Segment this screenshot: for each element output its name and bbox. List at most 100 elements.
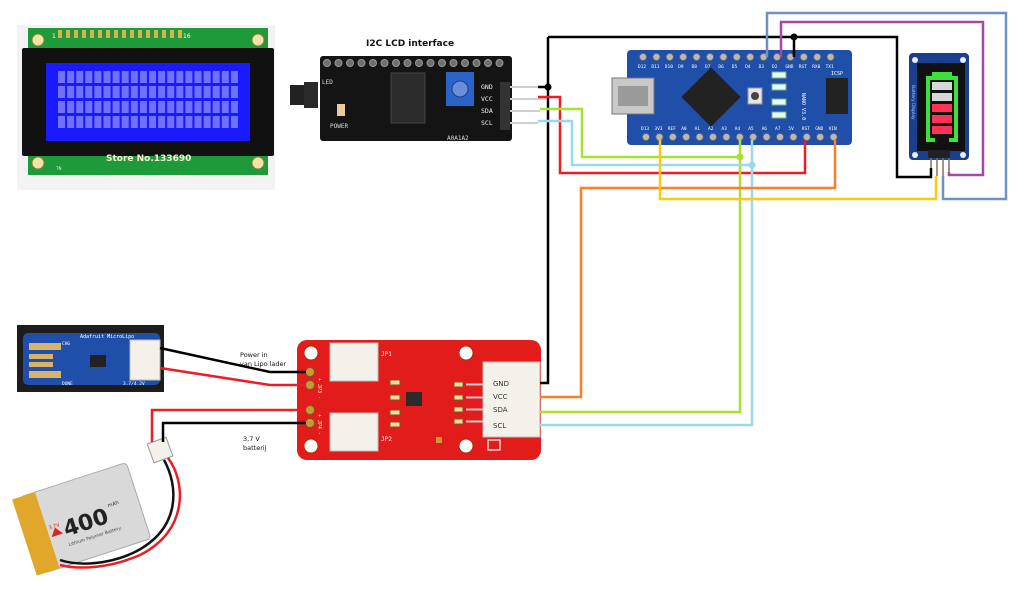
- lcd-character-cell: [139, 101, 147, 113]
- lcd-character-cell: [194, 116, 202, 128]
- microlipo-voltage-label: 3.7/4.2V: [123, 381, 145, 387]
- lcd-pin-1-label: 1: [52, 33, 56, 40]
- lcd-character-cell: [230, 86, 238, 98]
- battery-display-side-label: Battery Display: [910, 85, 916, 120]
- lcd-character-cell: [94, 86, 102, 98]
- lcd-header-pins: [58, 30, 182, 38]
- battery-jst-plug: [146, 436, 174, 464]
- lcd-character-cell: [103, 86, 111, 98]
- nano-status-leds: [771, 71, 787, 119]
- nano-pin-label: A1: [695, 126, 701, 132]
- nano-led: [771, 71, 787, 79]
- lcd-character-cell: [221, 101, 229, 113]
- i2c-pin-vcc: VCC: [481, 95, 493, 103]
- fg-pin-scl: SCL: [493, 422, 506, 430]
- lcd-pin: [178, 30, 182, 38]
- i2c-title: I2C LCD interface: [366, 39, 454, 49]
- i2c-header-pin: [323, 59, 331, 67]
- battery-bar-on: [932, 115, 952, 123]
- nano-pin-label: D7: [705, 64, 711, 70]
- nano-pin-gnd: [816, 132, 825, 142]
- junction-dot: [748, 161, 756, 169]
- lcd-character-cell: [158, 116, 166, 128]
- lcd-character-cell: [194, 86, 202, 98]
- nano-pin-label: D5: [732, 64, 738, 70]
- nano-pin-label: D9: [678, 64, 684, 70]
- lcd-character-cell: [230, 116, 238, 128]
- lcd-character-cell: [76, 71, 84, 83]
- nano-pin-label: D13: [641, 126, 649, 132]
- smd-resistor: [453, 406, 464, 413]
- lcd-character-cell: [139, 71, 147, 83]
- i2c-header-pin: [392, 59, 400, 67]
- lcd-character-cell: [221, 116, 229, 128]
- lcd-character-cell: [203, 101, 211, 113]
- i2c-header-pin: [403, 59, 412, 67]
- lcd-character-cell: [167, 71, 175, 83]
- lcd-character-cell: [67, 86, 75, 98]
- nano-pin-a6: [762, 132, 771, 142]
- lcd-character-cell: [167, 116, 175, 128]
- nano-pin-a0: [682, 132, 691, 142]
- nano-led: [771, 111, 787, 119]
- wire-d3: [765, 11, 1008, 201]
- wire-battery-gnd: [161, 421, 306, 442]
- i2c-header-pin: [449, 59, 458, 67]
- fg-pin-vcc: VCC: [493, 393, 508, 401]
- nano-pin-label: D10: [665, 64, 673, 70]
- lcd-character-cell: [194, 71, 202, 83]
- battery-outline-icon: [926, 72, 958, 142]
- nano-pin-label: GND: [815, 126, 823, 132]
- smd-part: [389, 421, 401, 428]
- jp3-label: + JP3 -: [316, 378, 322, 399]
- lcd-pin: [122, 30, 126, 38]
- lcd-character-cell: [130, 116, 138, 128]
- wire-lipo-charger-vcc: [159, 366, 306, 387]
- nano-pin-label: D12: [638, 64, 646, 70]
- led-jumper-header: [304, 82, 318, 108]
- lcd-character-cell: [76, 86, 84, 98]
- wire-3v3: [658, 140, 938, 201]
- lcd-character-cell: [176, 86, 184, 98]
- lcd-character-cell: [176, 101, 184, 113]
- i2c-pin-sda: SDA: [481, 107, 493, 115]
- i2c-header-pin: [472, 59, 481, 67]
- lcd-pin: [138, 30, 142, 38]
- lcd-display: 1 16 Store No.133690 TN: [17, 25, 275, 190]
- lcd-tn-label: TN: [55, 166, 61, 171]
- lcd-pin: [98, 30, 102, 38]
- fg-pin-sda: SDA: [493, 406, 508, 414]
- fuel-gauge-components: [389, 379, 484, 428]
- lcd-character-cell: [203, 71, 211, 83]
- nano-pin-ref: [668, 132, 677, 142]
- lcd-character-cell: [221, 71, 229, 83]
- lcd-character-cell: [76, 116, 84, 128]
- lcd-character-cell: [94, 71, 102, 83]
- atmega-chip: [681, 67, 741, 127]
- power-led: [337, 104, 345, 116]
- icsp-header: [826, 78, 848, 114]
- nano-pin-d5: [732, 52, 741, 62]
- lcd-character-cell: [230, 71, 238, 83]
- lcd-character-cell: [58, 86, 65, 98]
- i2c-header-pin: [461, 59, 469, 67]
- lcd-pin: [58, 30, 62, 38]
- i2c-header-pin: [357, 59, 366, 67]
- battery-brand-logo-icon: [51, 527, 64, 538]
- wire-gnd-trunk: [540, 37, 550, 385]
- smd-part: [389, 394, 401, 401]
- battery-voltage: 3.7V: [48, 522, 61, 531]
- i2c-power-label: POWER: [330, 123, 348, 130]
- lcd-character-cell: [185, 116, 193, 128]
- jp1-connector: [329, 342, 379, 382]
- lcd-character-cell: [76, 101, 84, 113]
- nano-pin-rx0: [813, 52, 822, 62]
- lcd-character-cell: [85, 86, 93, 98]
- u2-chip: [406, 392, 422, 406]
- lcd-character-cell: [212, 116, 220, 128]
- nano-pin-label: D3: [759, 64, 765, 70]
- lcd-character-cell: [121, 101, 129, 113]
- lcd-character-cell: [94, 101, 102, 113]
- smd-resistor: [453, 394, 464, 401]
